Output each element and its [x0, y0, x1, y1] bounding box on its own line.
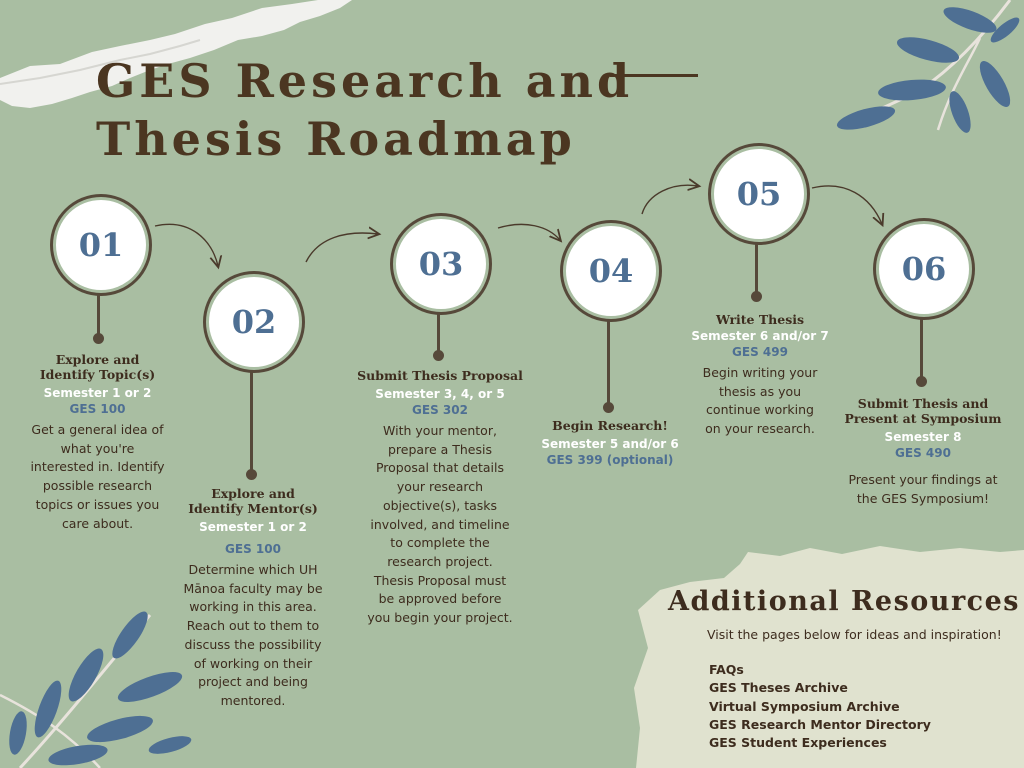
- step-02-title: Explore and Identify Mentor(s): [188, 486, 318, 516]
- step-01-number: 01: [78, 226, 124, 264]
- page-title: GES Research and Thesis Roadmap: [96, 52, 633, 168]
- step-02-dot: [246, 469, 257, 480]
- step-06-semester: Semester 8: [884, 430, 962, 444]
- step-01-number-circle: 01: [53, 197, 149, 293]
- step-06-stem: [920, 317, 923, 379]
- step-06-text: Submit Thesis and Present at Symposium S…: [840, 396, 1006, 508]
- step-02-semester: Semester 1 or 2: [199, 520, 307, 534]
- resources-subtitle: Visit the pages below for ideas and insp…: [707, 627, 1002, 642]
- step-04-dot: [603, 402, 614, 413]
- step-04-course: GES 399 (optional): [546, 453, 674, 467]
- step-01-description: Get a general idea of what you're intere…: [30, 422, 165, 531]
- step-04-text: Begin Research! Semester 5 and/or 6 GES …: [535, 418, 685, 468]
- arrow-02-03: [305, 233, 378, 263]
- title-line-1: GES Research and: [96, 54, 634, 108]
- step-01-dot: [93, 333, 104, 344]
- step-06-number: 06: [901, 250, 947, 288]
- resources-title: Additional Resources: [668, 586, 1020, 617]
- step-04-title: Begin Research!: [552, 418, 668, 433]
- step-05-text: Write Thesis Semester 6 and/or 7 GES 499…: [688, 312, 832, 439]
- step-03-number-circle: 03: [393, 216, 489, 312]
- step-05-dot: [751, 291, 762, 302]
- step-03-description: With your mentor, prepare a Thesis Propo…: [367, 423, 513, 626]
- step-02-stem: [250, 370, 253, 472]
- title-line-2: Thesis Roadmap: [96, 112, 576, 166]
- step-01-text: Explore and Identify Topic(s) Semester 1…: [30, 352, 165, 533]
- resource-link-mentor-directory[interactable]: GES Research Mentor Directory: [709, 716, 931, 732]
- step-03-stem: [437, 312, 440, 352]
- step-06-title: Submit Thesis and Present at Symposium: [844, 396, 1002, 426]
- step-06-dot: [916, 376, 927, 387]
- step-04-number: 04: [588, 252, 634, 290]
- step-05-number: 05: [736, 175, 782, 213]
- step-04-stem: [607, 319, 610, 405]
- step-02-description: Determine which UH Mānoa faculty may be …: [183, 562, 323, 708]
- arrow-04-05: [641, 185, 698, 215]
- torn-paper-decoration: [0, 0, 352, 108]
- step-01-title: Explore and Identify Topic(s): [39, 352, 156, 382]
- step-02-text: Explore and Identify Mentor(s) Semester …: [183, 486, 323, 711]
- step-03-number: 03: [418, 245, 464, 283]
- step-06-description: Present your findings at the GES Symposi…: [848, 472, 998, 506]
- step-04-semester: Semester 5 and/or 6: [541, 437, 679, 451]
- step-03-title: Submit Thesis Proposal: [357, 368, 523, 383]
- step-02-course: GES 100: [225, 542, 281, 556]
- step-03-text: Submit Thesis Proposal Semester 3, 4, or…: [352, 368, 528, 628]
- step-01-stem: [97, 293, 100, 335]
- resources-paper-background: [634, 546, 1024, 768]
- resource-link-theses-archive[interactable]: GES Theses Archive: [709, 680, 848, 696]
- resource-link-faqs[interactable]: FAQs: [709, 662, 744, 677]
- resource-link-student-experiences[interactable]: GES Student Experiences: [709, 735, 887, 751]
- step-05-number-circle: 05: [711, 146, 807, 242]
- step-05-description: Begin writing your thesis as you continu…: [702, 365, 818, 437]
- step-02-number-circle: 02: [206, 274, 302, 370]
- arrow-05-06: [811, 185, 882, 224]
- step-06-number-circle: 06: [876, 221, 972, 317]
- step-03-dot: [433, 350, 444, 361]
- step-06-course: GES 490: [895, 446, 951, 460]
- step-02-number: 02: [231, 303, 277, 341]
- resource-link-symposium-archive[interactable]: Virtual Symposium Archive: [709, 698, 900, 714]
- leaf-branch-bottom-left: [0, 611, 192, 768]
- step-05-stem: [755, 242, 758, 294]
- title-rule: [610, 74, 698, 77]
- step-03-course: GES 302: [412, 403, 468, 417]
- step-03-semester: Semester 3, 4, or 5: [375, 387, 505, 401]
- arrow-03-04: [497, 223, 560, 240]
- step-05-title: Write Thesis: [715, 312, 805, 327]
- arrow-01-02: [154, 223, 218, 266]
- step-01-semester: Semester 1 or 2: [43, 386, 152, 400]
- leaf-branch-top-right: [836, 0, 1020, 133]
- step-05-semester: Semester 6 and/or 7: [691, 329, 829, 343]
- resources-list: FAQs GES Theses Archive Virtual Symposiu…: [709, 661, 931, 752]
- step-04-number-circle: 04: [563, 223, 659, 319]
- step-05-course: GES 499: [732, 345, 788, 359]
- step-01-course: GES 100: [69, 402, 126, 416]
